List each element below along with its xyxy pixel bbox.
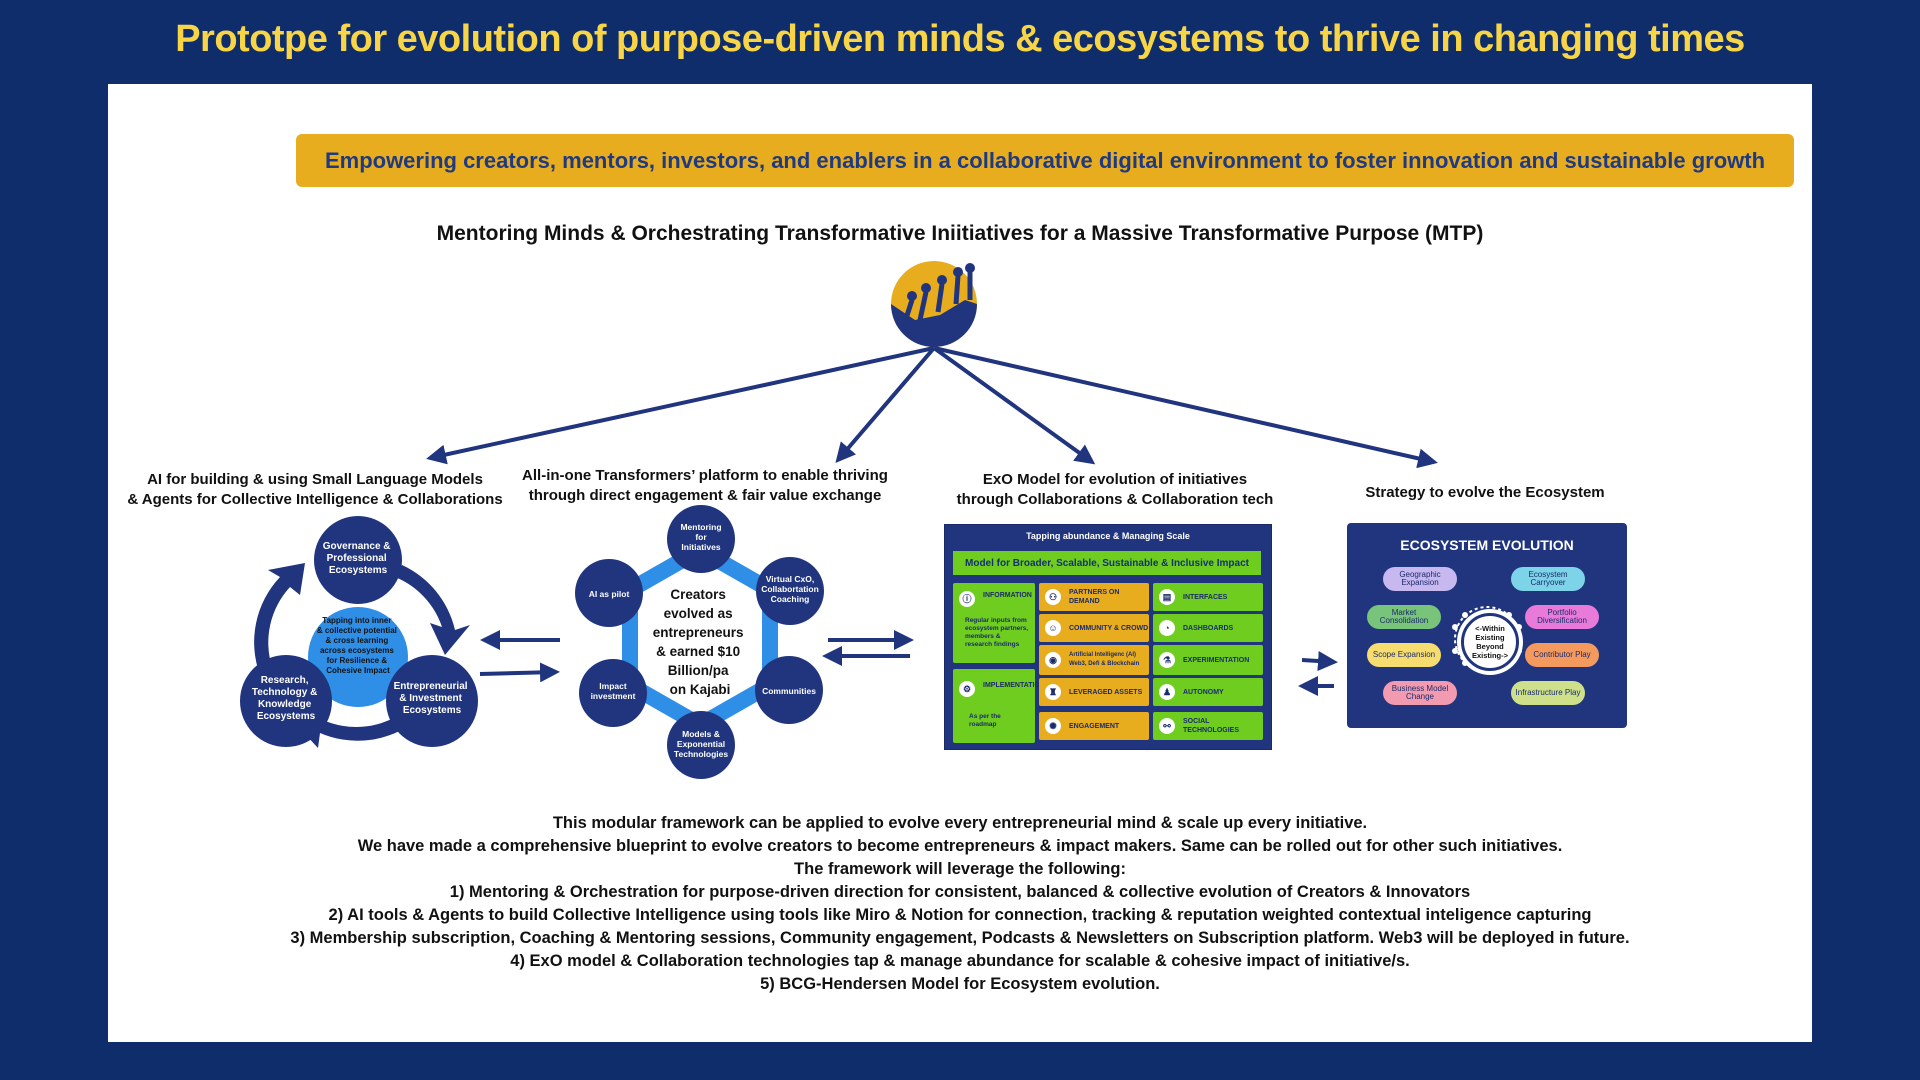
handshake-icon: ⚇ (1045, 589, 1061, 605)
ecosystem-cycle-diagram: Tapping into inner & collective potentia… (240, 516, 478, 748)
cycle-arrow-top-right (395, 565, 470, 655)
exo-partners-box: ⚇PARTNERS ON DEMAND (1039, 583, 1149, 611)
node-ai-pilot (575, 559, 643, 627)
page-title: Prototpe for evolution of purpose-driven… (175, 18, 1745, 60)
exo-community-box: ☺COMMUNITY & CROWD (1039, 614, 1149, 642)
eco-contributor-play: Contributor Play (1525, 643, 1599, 667)
eco-market-consolidation: Market Consolidation (1367, 605, 1441, 629)
people-icon: ☺ (1045, 620, 1061, 636)
mtp-subtitle: Mentoring Minds & Orchestrating Transfor… (436, 222, 1484, 245)
node-governance (314, 516, 402, 604)
exo-social-box: ⚯SOCIAL TECHNOLOGIES (1153, 712, 1263, 740)
mission-banner: Empowering creators, mentors, investors,… (296, 134, 1794, 187)
exo-experimentation-box: ⚗EXPERIMENTATION (1153, 645, 1263, 675)
framework-description: This modular framework can be applied to… (290, 814, 1630, 993)
asset-icon: ♜ (1045, 684, 1061, 700)
exo-interfaces-box: ▤INTERFACES (1153, 583, 1263, 611)
info-icon: ⓘ (959, 591, 975, 607)
exo-information-note: Regular inputs from ecosystem partners, … (965, 617, 1029, 648)
node-research (240, 655, 332, 747)
eco-center-circle: <-Within Existing Beyond Existing-> (1461, 613, 1519, 671)
hexagon-center-text: Creators evolved as entrepreneurs & earn… (653, 587, 748, 697)
arrow-to-strategy (933, 346, 1438, 469)
exo-model-card: Tapping abundance & Managing Scale Model… (944, 524, 1272, 750)
cycle-center-text: Tapping into inner & collective potentia… (317, 616, 399, 675)
svg-text:Governance & Professional: Governance & Professional Ecosystems (323, 541, 394, 576)
arrow-to-platform (835, 346, 936, 464)
arrow-ai-to-platform (479, 662, 560, 683)
network-icon: ⚯ (1159, 718, 1175, 734)
node-impact-investment (579, 659, 647, 727)
node-virtual-cxo (756, 557, 824, 625)
exo-header: Tapping abundance & Managing Scale (1026, 531, 1190, 541)
exo-autonomy-box: ♟AUTONOMY (1153, 678, 1263, 706)
node-entrepreneurial (386, 655, 478, 747)
team-logo-icon (891, 261, 977, 347)
eco-infrastructure-play: Infrastructure Play (1511, 681, 1585, 705)
exo-model-bar: Model for Broader, Scalable, Sustainable… (953, 551, 1261, 575)
exo-implementation-note: As per the roadmap (969, 713, 1001, 728)
arrow-to-exo (932, 346, 1096, 465)
ai-chip-icon: ◉ (1045, 652, 1061, 668)
eco-ecosystem-carryover: Ecosystem Carryover (1511, 567, 1585, 591)
arrow-to-ai (426, 346, 935, 465)
interface-icon: ▤ (1159, 589, 1175, 605)
exo-information-box: ⓘ INFORMATION (953, 583, 1035, 663)
ecosystem-evolution-card: ECOSYSTEM EVOLUTION <-Within Existing Be… (1347, 523, 1627, 728)
platform-hexagon-diagram: Creators evolved as entrepreneurs & earn… (575, 505, 824, 779)
gear-icon: ⚙ (959, 681, 975, 697)
eco-business-model-change: Business Model Change (1383, 681, 1457, 705)
arrow-exo-to-eco (1301, 651, 1338, 671)
eco-portfolio-diversification: Portfolio Diversification (1525, 605, 1599, 629)
svg-text:Research, Technology &: Research, Technology & Knowledge Ecosyst… (252, 675, 320, 722)
flask-icon: ⚗ (1159, 652, 1175, 668)
exo-implementation-box: ⚙ IMPLEMENTATION (953, 669, 1045, 743)
eco-header: ECOSYSTEM EVOLUTION (1400, 537, 1574, 553)
exo-engagement-box: ✺ENGAGEMENT (1039, 712, 1149, 740)
svg-text:Entrepreneurial & Investme: Entrepreneurial & Investment Ecosystems (394, 681, 471, 716)
exo-ai-box: ◉Artificial Intelligenc (AI) Web3, Defi … (1039, 645, 1149, 675)
cycle-arrow-left (254, 563, 305, 675)
ai-section-header: AI for building & using Small Language M… (127, 471, 503, 508)
person-icon: ♟ (1159, 684, 1175, 700)
platform-section-header: All-in-one Transformers’ platform to ena… (522, 467, 888, 504)
eco-scope-expansion: Scope Expansion (1367, 643, 1441, 667)
exo-dashboards-box: ◔DASHBOARDS (1153, 614, 1263, 642)
exo-assets-box: ♜LEVERAGED ASSETS (1039, 678, 1149, 706)
node-mentoring (667, 505, 735, 573)
svg-text:Communities: Communities (762, 686, 816, 696)
sparkle-icon: ✺ (1045, 718, 1061, 734)
node-communities (755, 656, 823, 724)
strategy-section-header: Strategy to evolve the Ecosystem (1365, 484, 1605, 501)
eco-geographic-expansion: Geographic Expansion (1383, 567, 1457, 591)
node-models (667, 711, 735, 779)
dashboard-icon: ◔ (1159, 620, 1175, 636)
cycle-center-circle (308, 607, 408, 707)
svg-text:AI as pilot: AI as pilot (589, 589, 630, 599)
exo-section-header: ExO Model for evolution of initiatives t… (956, 471, 1274, 508)
